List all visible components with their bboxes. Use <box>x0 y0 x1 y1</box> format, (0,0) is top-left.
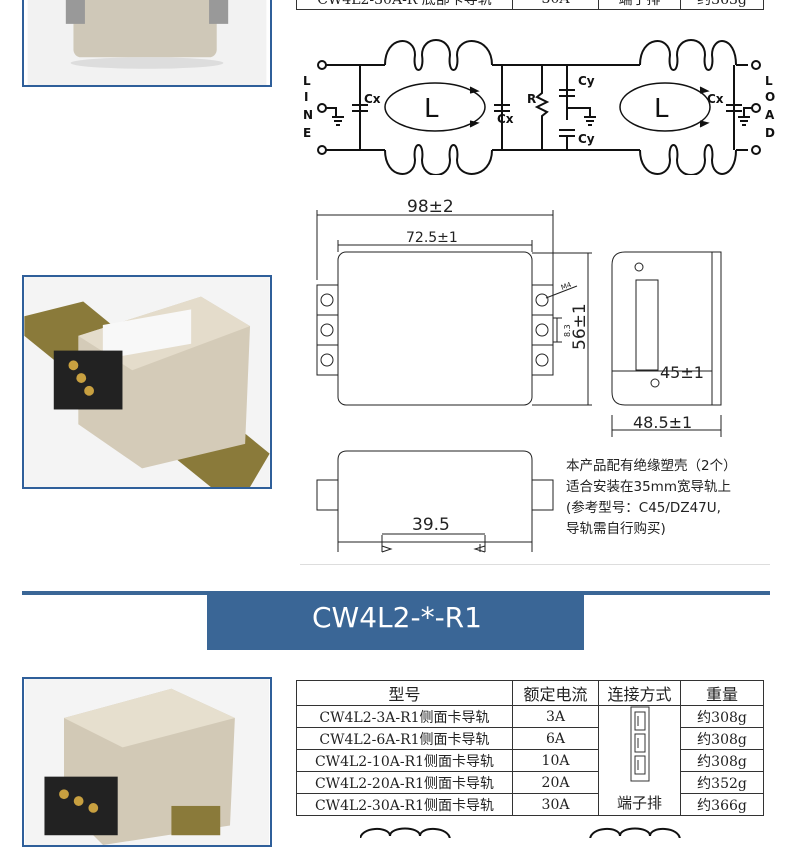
current-cell: 6A <box>512 727 599 750</box>
dim-pitch: 8.3 <box>563 324 572 337</box>
line-letter: I <box>304 90 308 104</box>
weight-cell: 约363g <box>680 0 764 10</box>
inductor-label: L <box>424 94 439 124</box>
cx-label: Cx <box>364 92 381 106</box>
table-row: CW4L2-6A-R1侧面卡导轨 6A 约308g <box>296 727 764 750</box>
table-header-row: 型号 额定电流 连接方式 重量 <box>296 680 764 706</box>
table-row: CW4L2-3A-R1侧面卡导轨 3A 端子排 约308g <box>296 705 764 816</box>
cx-label: Cx <box>497 112 514 126</box>
section-title: CW4L2-*-R1 <box>207 591 584 650</box>
note-line: 适合安装在35mm宽导轨上 <box>566 479 731 495</box>
product-photo-top <box>22 0 272 87</box>
weight-cell: 约308g <box>680 727 764 750</box>
top-spec-table-partial: CW4L2-30A-R 底部卡导轨 30A 端子排 约363g <box>296 0 764 10</box>
terminal-block-icon <box>630 706 649 782</box>
load-letter: A <box>765 108 775 122</box>
load-letter: D <box>765 126 775 140</box>
model-cell: CW4L2-30A-R 底部卡导轨 <box>296 0 513 10</box>
note-line: 本产品配有绝缘塑壳（2个） <box>566 458 737 474</box>
connection-cell: 端子排 <box>598 0 681 10</box>
note-line: (参考型号：C45/DZ47U, <box>566 500 721 516</box>
divider <box>300 564 770 565</box>
model-cell: CW4L2-6A-R1侧面卡导轨 <box>296 727 513 750</box>
dim-width-body: 72.5±1 <box>406 230 458 246</box>
table-row: CW4L2-10A-R1侧面卡导轨 10A 约308g <box>296 749 764 772</box>
weight-cell: 约308g <box>680 749 764 772</box>
header-weight: 重量 <box>680 680 764 706</box>
load-letter: L <box>765 74 773 88</box>
installation-note: 本产品配有绝缘塑壳（2个） 适合安装在35mm宽导轨上 (参考型号：C45/DZ… <box>566 456 737 540</box>
note-line: 导轨需自行购买) <box>566 521 666 537</box>
line-letter: L <box>303 74 311 88</box>
current-cell: 30A <box>512 0 599 10</box>
circuit-diagram-partial <box>360 827 681 838</box>
cy-label: Cy <box>578 74 595 88</box>
line-letter: N <box>303 108 313 122</box>
header-model: 型号 <box>296 680 513 706</box>
weight-cell: 约366g <box>680 793 764 816</box>
dim-screw: M4 <box>560 281 573 292</box>
cx-label: Cx <box>707 92 724 106</box>
dim-depth-inner: 45±1 <box>660 363 704 382</box>
product-photo-side-rail <box>22 677 272 847</box>
connection-label: 端子排 <box>616 794 662 812</box>
connection-cell: 端子排 <box>598 705 681 816</box>
product-photo-rail-mounted <box>22 275 272 489</box>
model-cell: CW4L2-3A-R1侧面卡导轨 <box>296 705 513 728</box>
current-cell: 10A <box>512 749 599 772</box>
dim-height: 56±1 <box>570 303 590 350</box>
dim-rail-width: 39.5 <box>412 515 450 535</box>
dim-depth-total: 48.5±1 <box>633 413 692 432</box>
cy-label: Cy <box>578 132 595 146</box>
table-row: CW4L2-30A-R 底部卡导轨 30A 端子排 约363g <box>296 0 764 10</box>
weight-cell: 约352g <box>680 771 764 794</box>
circuit-diagram: L I N E L O A D Cx Cx Cx R Cy Cy L L <box>303 39 775 175</box>
current-cell: 20A <box>512 771 599 794</box>
table-row: CW4L2-20A-R1侧面卡导轨 20A 约352g <box>296 771 764 794</box>
spec-table: 型号 额定电流 连接方式 重量 CW4L2-3A-R1侧面卡导轨 3A 端子排 … <box>296 680 764 816</box>
model-cell: CW4L2-30A-R1侧面卡导轨 <box>296 793 513 816</box>
model-cell: CW4L2-10A-R1侧面卡导轨 <box>296 749 513 772</box>
line-letter: E <box>303 126 311 140</box>
model-cell: CW4L2-20A-R1侧面卡导轨 <box>296 771 513 794</box>
inductor-label: L <box>654 94 669 124</box>
r-label: R <box>527 92 536 106</box>
screw-icons <box>320 293 549 367</box>
weight-cell: 约308g <box>680 705 764 728</box>
header-current: 额定电流 <box>512 680 599 706</box>
dim-width-total: 98±2 <box>407 197 454 217</box>
bottom-view-drawing: 39.5 <box>316 450 554 553</box>
load-letter: O <box>765 90 775 104</box>
current-cell: 3A <box>512 705 599 728</box>
header-connection: 连接方式 <box>598 680 681 706</box>
current-cell: 30A <box>512 793 599 816</box>
table-row: CW4L2-30A-R1侧面卡导轨 30A 约366g <box>296 793 764 816</box>
dimension-drawing: 98±2 72.5±1 M4 8.3 56±1 45±1 48.5±1 <box>316 197 722 437</box>
